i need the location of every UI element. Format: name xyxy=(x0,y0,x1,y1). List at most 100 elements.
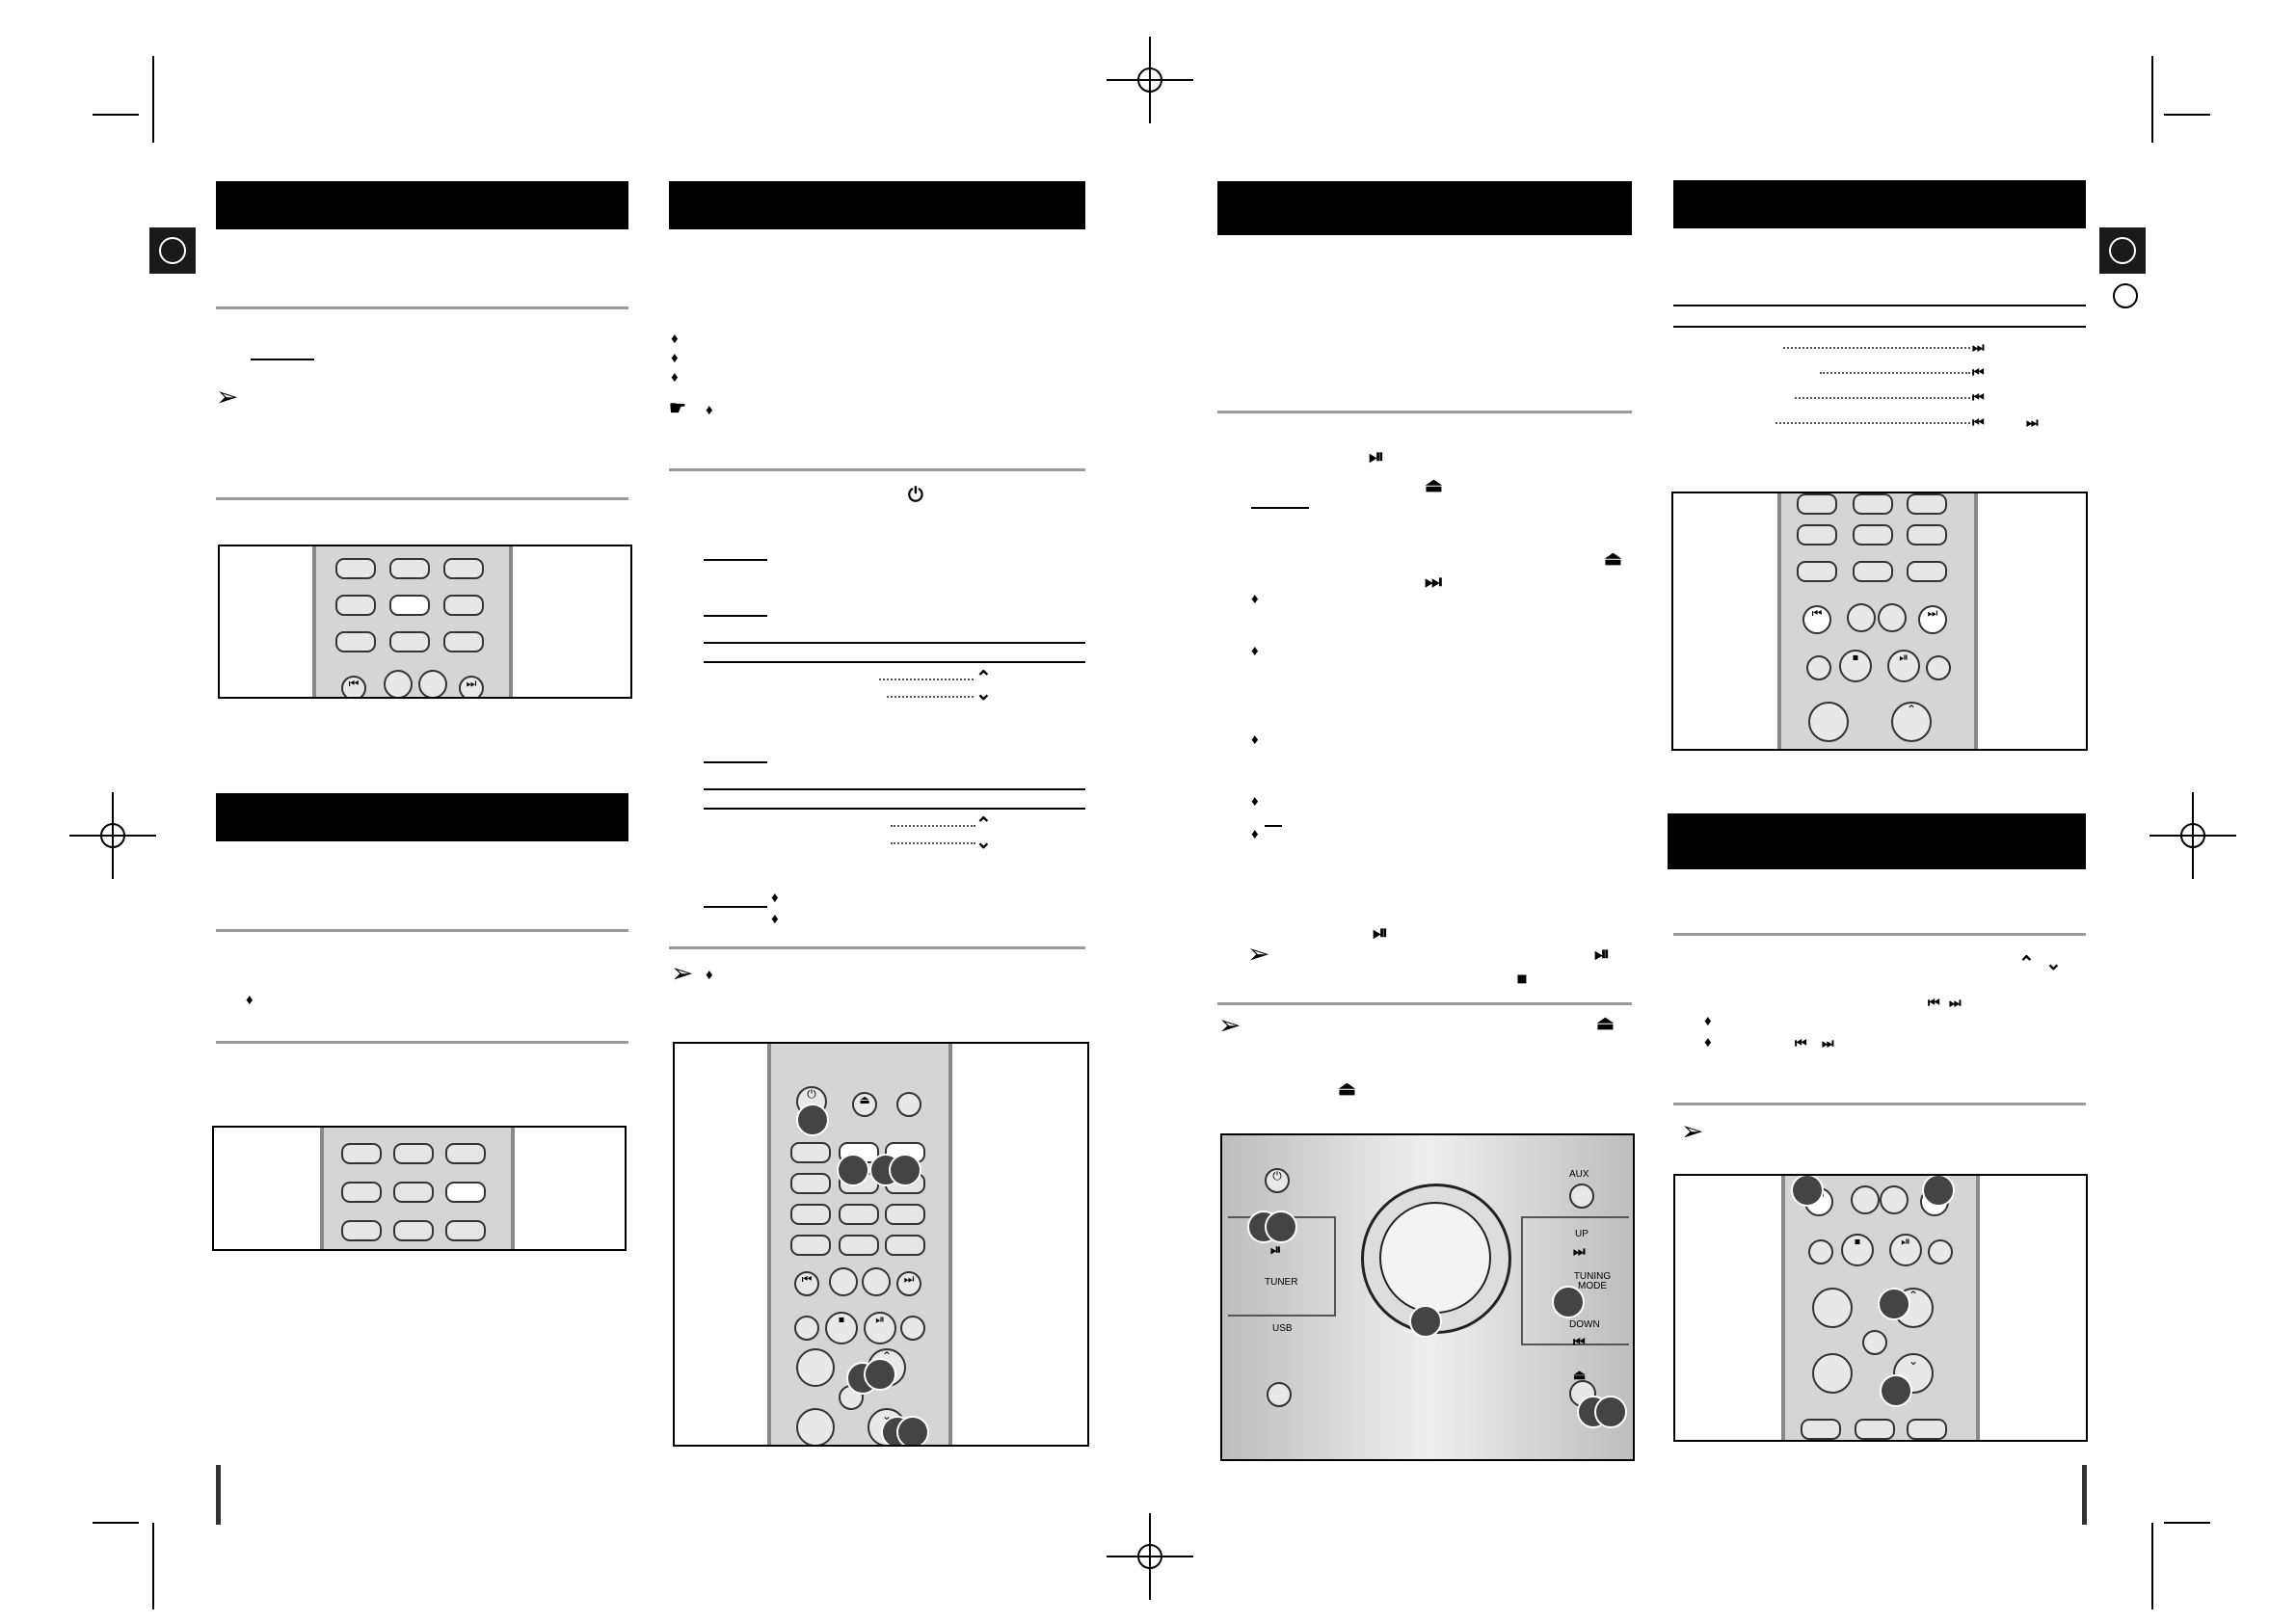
section-rule xyxy=(1673,1103,2086,1105)
skip-next-icon: ⏭ xyxy=(459,676,484,697)
leader-dots xyxy=(1775,422,1970,424)
step-callout xyxy=(1922,1176,1955,1207)
skip-prev-icon: ⏮ xyxy=(1972,389,1985,405)
stop-icon: ⏹ xyxy=(825,1312,858,1344)
underline-mark xyxy=(704,559,767,561)
skip-prev-icon: ⏮ xyxy=(1802,605,1831,634)
bullet-diamond: ♦ xyxy=(671,331,679,347)
page-edge-bar xyxy=(216,1465,221,1525)
table-rule xyxy=(704,661,1085,663)
leader-dots xyxy=(1795,397,1970,399)
play-pause-icon: ⏯ xyxy=(1373,922,1388,944)
page-edge-bar xyxy=(2082,1465,2087,1525)
eject-icon: ⏏ xyxy=(1425,475,1443,496)
stop-icon: ⏹ xyxy=(1841,1234,1874,1266)
bullet-diamond: ♦ xyxy=(1704,1034,1712,1051)
section-banner xyxy=(1217,181,1632,235)
bullet-diamond: ♦ xyxy=(706,402,713,418)
skip-prev-icon: ⏮ xyxy=(1573,1334,1586,1349)
tuning-mode-label: TUNING MODE xyxy=(1573,1271,1612,1291)
note-arrow-icon: ➢ xyxy=(216,382,239,412)
bullet-diamond: ♦ xyxy=(1251,793,1259,810)
step-callout xyxy=(889,1154,921,1186)
up-label: UP xyxy=(1575,1229,1589,1239)
language-tab xyxy=(2099,227,2146,274)
aux-label: AUX xyxy=(1569,1169,1589,1180)
eject-icon: ⏏ xyxy=(1596,1013,1615,1034)
skip-next-icon: ⏭ xyxy=(1425,572,1442,593)
round-button xyxy=(1267,1382,1292,1407)
skip-next-icon: ⏭ xyxy=(1822,1035,1834,1051)
crop-mark xyxy=(2151,56,2153,143)
bullet-diamond: ♦ xyxy=(671,369,679,386)
up-icon: ⌃ xyxy=(975,668,992,689)
registration-mark xyxy=(2149,792,2236,879)
crop-mark xyxy=(93,1522,139,1524)
down-icon: ⌄ xyxy=(1893,1353,1934,1394)
play-pause-icon: ⏯ xyxy=(1889,1234,1922,1266)
section-rule xyxy=(216,929,628,932)
underline-mark xyxy=(1251,507,1309,509)
table-rule xyxy=(704,808,1085,810)
skip-prev-icon: ⏮ xyxy=(341,676,366,697)
bullet-diamond: ♦ xyxy=(771,890,779,906)
bullet-diamond: ♦ xyxy=(1251,591,1259,607)
table-rule xyxy=(1673,305,2086,306)
play-pause-icon: ⏯ xyxy=(1887,650,1920,682)
bullet-diamond: ♦ xyxy=(1251,826,1259,842)
up-icon: ⌃ xyxy=(1891,702,1932,742)
step-callout xyxy=(864,1358,896,1391)
section-banner xyxy=(216,181,628,229)
underline-mark xyxy=(1265,825,1282,827)
remote-illustration: ⏮ ⏭ ⏹ ⏯ ⌃ xyxy=(1671,492,2088,751)
step-callout xyxy=(1791,1176,1824,1207)
section-rule xyxy=(669,946,1085,949)
section-rule xyxy=(1673,933,2086,936)
registration-mark xyxy=(1107,1513,1193,1600)
eject-icon: ⏏ xyxy=(1604,548,1622,570)
step-callout xyxy=(796,1104,829,1136)
step-callout xyxy=(837,1154,869,1186)
leader-dots xyxy=(1820,372,1970,374)
registration-mark xyxy=(1107,37,1193,123)
table-rule xyxy=(704,788,1085,790)
step-callout xyxy=(1409,1305,1442,1338)
bullet-diamond: ♦ xyxy=(706,967,713,983)
bullet-diamond: ♦ xyxy=(246,992,254,1008)
step-callout xyxy=(1594,1396,1627,1428)
bullet-diamond: ♦ xyxy=(1704,1013,1712,1029)
play-pause-icon: ⏯ xyxy=(1369,446,1384,467)
eject-icon: ⏏ xyxy=(852,1092,877,1117)
remote-illustration: ⏻ ⏏ ⏮ ⏭ ⏹ ⏯ ⌃ ⌄ xyxy=(673,1042,1089,1447)
power-icon: ⏻ xyxy=(1265,1168,1290,1193)
down-label: DOWN xyxy=(1569,1319,1600,1330)
crop-mark xyxy=(93,114,139,116)
crop-mark xyxy=(2164,114,2210,116)
stop-icon: ⏹ xyxy=(1839,650,1872,682)
table-rule xyxy=(1673,326,2086,328)
cd-icon xyxy=(2113,283,2138,308)
table-rule xyxy=(704,642,1085,644)
step-callout xyxy=(1880,1374,1912,1407)
crop-mark xyxy=(2151,1523,2153,1610)
leader-dots xyxy=(879,678,974,680)
section-banner xyxy=(1668,813,2086,869)
section-rule xyxy=(216,306,628,309)
note-arrow-icon: ➢ xyxy=(1218,1010,1241,1040)
tuner-label: TUNER xyxy=(1265,1277,1298,1288)
section-banner xyxy=(669,181,1085,229)
up-icon: ⌃ xyxy=(2018,953,2035,974)
underline-mark xyxy=(704,906,767,908)
usb-label: USB xyxy=(1272,1323,1293,1334)
power-icon: ⏻ xyxy=(908,485,923,506)
down-icon: ⌄ xyxy=(975,683,992,705)
aux-button xyxy=(1569,1184,1594,1209)
note-arrow-icon: ➢ xyxy=(1247,939,1270,969)
section-rule xyxy=(669,468,1085,471)
bullet-diamond: ♦ xyxy=(1251,732,1259,748)
section-rule xyxy=(1217,411,1632,413)
crop-mark xyxy=(152,56,154,143)
bullet-diamond: ♦ xyxy=(1251,643,1259,659)
section-banner xyxy=(1673,180,2086,228)
play-pause-icon: ⏯ xyxy=(864,1312,896,1344)
